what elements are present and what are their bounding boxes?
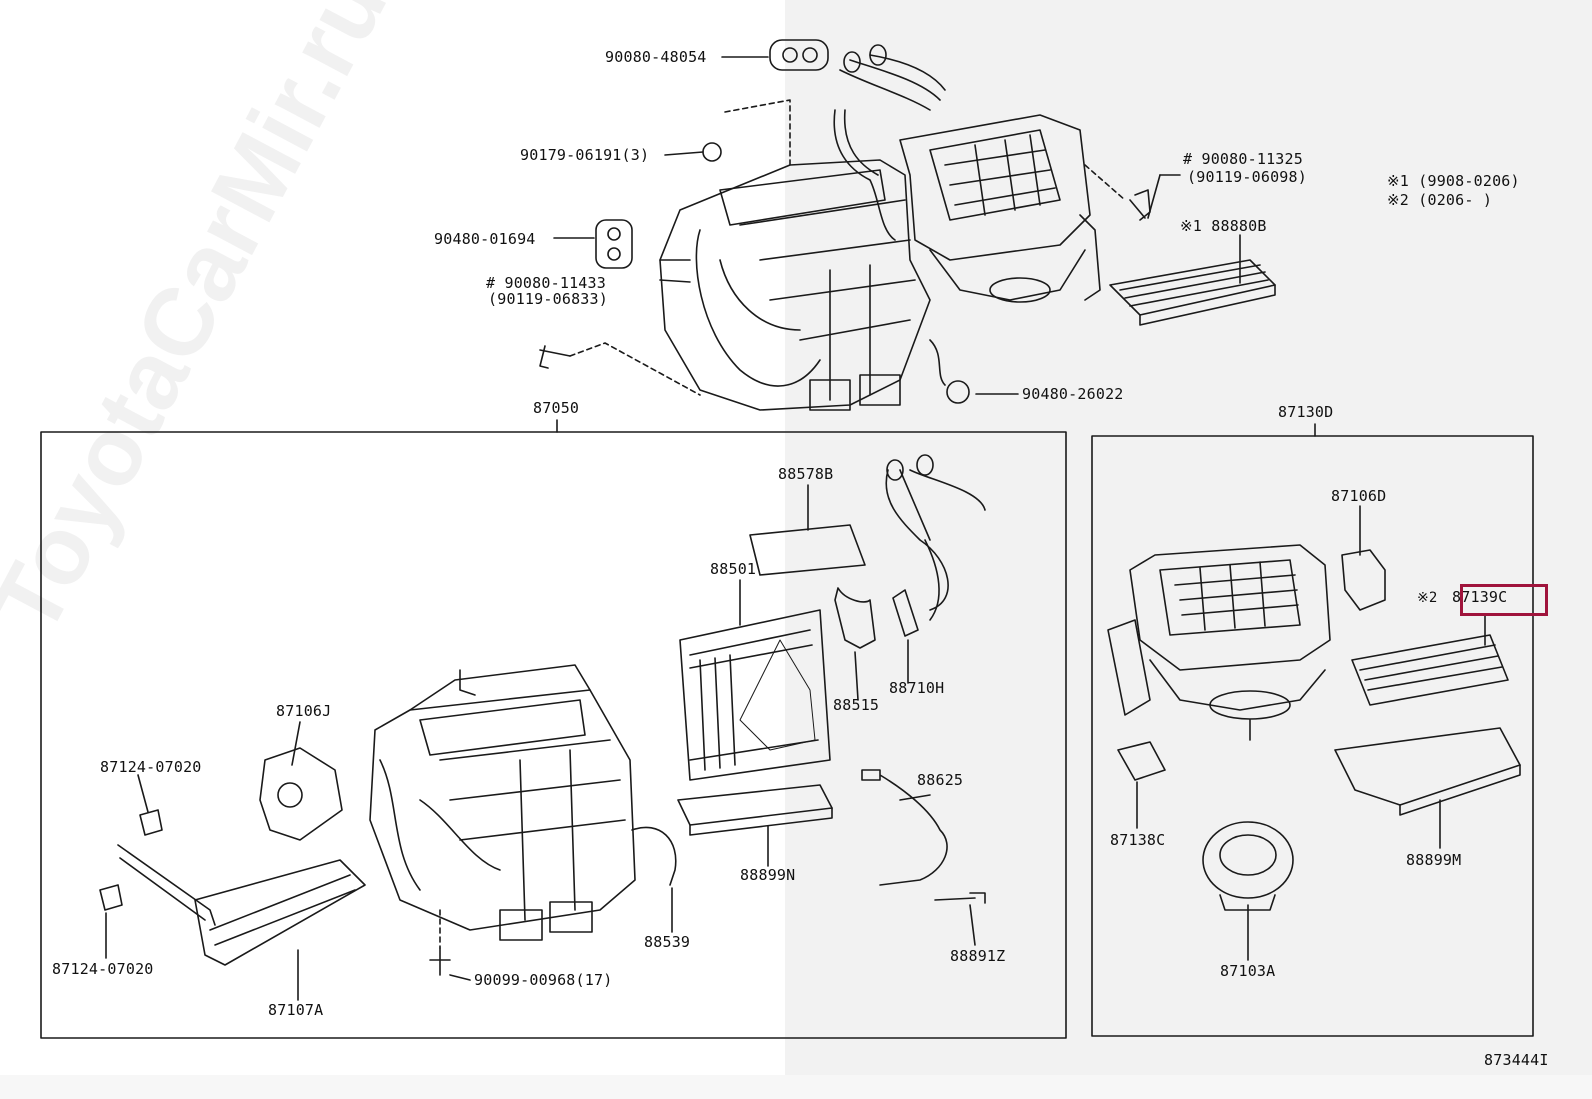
filter-87139C	[1351, 634, 1509, 706]
screw-90080-11433	[539, 345, 571, 369]
part-label-88578B: 88578B	[778, 465, 834, 483]
part-label-87124-07020-a: 87124-07020	[100, 758, 202, 776]
bottom-strip	[0, 1075, 1592, 1099]
screw-90099-00968	[429, 947, 451, 976]
part-label-87138C: 87138C	[1110, 831, 1166, 849]
part-label-88710H: 88710H	[889, 679, 945, 697]
part-label-90080-11325: # 90080-11325	[1183, 150, 1303, 168]
part-label-87139C: 87139C	[1452, 588, 1508, 606]
part-label-90480-01694: 90480-01694	[434, 230, 536, 248]
part-label-88880B: ※1 88880B	[1180, 217, 1267, 235]
sensor-88625	[861, 769, 948, 886]
clamp-87124-07020-a	[139, 809, 163, 836]
hose-88539	[631, 826, 677, 886]
case-88899N	[677, 784, 833, 826]
part-label-88501: 88501	[710, 560, 757, 578]
group-label-87050: 87050	[533, 399, 580, 417]
evaporator-88501	[679, 609, 831, 781]
part-label-87106J: 87106J	[276, 702, 332, 720]
note-2: ※2 (0206- )	[1387, 191, 1493, 209]
insulator-88578B	[749, 524, 866, 576]
blower-assembly-87130D	[1107, 544, 1331, 741]
blower-motor-87103A	[1202, 821, 1294, 899]
clip-90179-06191	[702, 142, 722, 162]
part-label-90099-00968: 90099-00968(17)	[474, 971, 613, 989]
part-label-88899M: 88899M	[1406, 851, 1462, 869]
group-label-87130D: 87130D	[1278, 403, 1334, 421]
part-label-87103A: 87103A	[1220, 962, 1276, 980]
part-label-90179-06191: 90179-06191(3)	[520, 146, 650, 164]
part-label-87124-07020-b: 87124-07020	[52, 960, 154, 978]
note-1: ※1 (9908-0206)	[1387, 172, 1520, 190]
heater-pipe	[117, 844, 216, 926]
valve-88515	[834, 587, 876, 649]
pipe-88710H	[885, 469, 986, 611]
diagram-id: 873444I	[1484, 1051, 1549, 1069]
part-label-90080-11433: # 90080-11433	[486, 274, 606, 292]
part-label-87139C-mark: ※2	[1417, 590, 1438, 606]
part-label-90119-06833: (90119-06833)	[488, 290, 608, 308]
grommet-90480-01694	[595, 219, 633, 269]
servo-87106D	[1341, 549, 1386, 611]
heater-core-87107A	[194, 859, 366, 966]
part-label-87107A: 87107A	[268, 1001, 324, 1019]
servo-87106J	[259, 747, 343, 841]
sensor-88891Z	[934, 892, 986, 904]
part-label-88539: 88539	[644, 933, 691, 951]
part-label-90080-48054: 90080-48054	[605, 48, 707, 66]
group-box-87050	[40, 431, 1067, 1039]
grommet-90080-48054	[769, 39, 829, 71]
case-88899M	[1334, 727, 1521, 806]
heater-unit-87050	[369, 664, 636, 941]
part-label-88515: 88515	[833, 696, 880, 714]
part-label-88899N: 88899N	[740, 866, 796, 884]
resistor-87138C	[1117, 741, 1166, 781]
group-box-87130D	[1091, 435, 1534, 1037]
clamp-87124-07020-b	[99, 884, 123, 911]
highlight-box-87139C	[1460, 584, 1548, 616]
background-panel	[785, 0, 1592, 1075]
part-label-88625: 88625	[917, 771, 964, 789]
top-hvac-assembly	[659, 44, 1101, 411]
part-label-88891Z: 88891Z	[950, 947, 1006, 965]
part-label-90119-06098: (90119-06098)	[1187, 168, 1307, 186]
plug-90480-26022	[946, 380, 970, 404]
screw-90080-11325	[1129, 189, 1151, 221]
part-label-87106D: 87106D	[1331, 487, 1387, 505]
part-label-90480-26022: 90480-26022	[1022, 385, 1124, 403]
